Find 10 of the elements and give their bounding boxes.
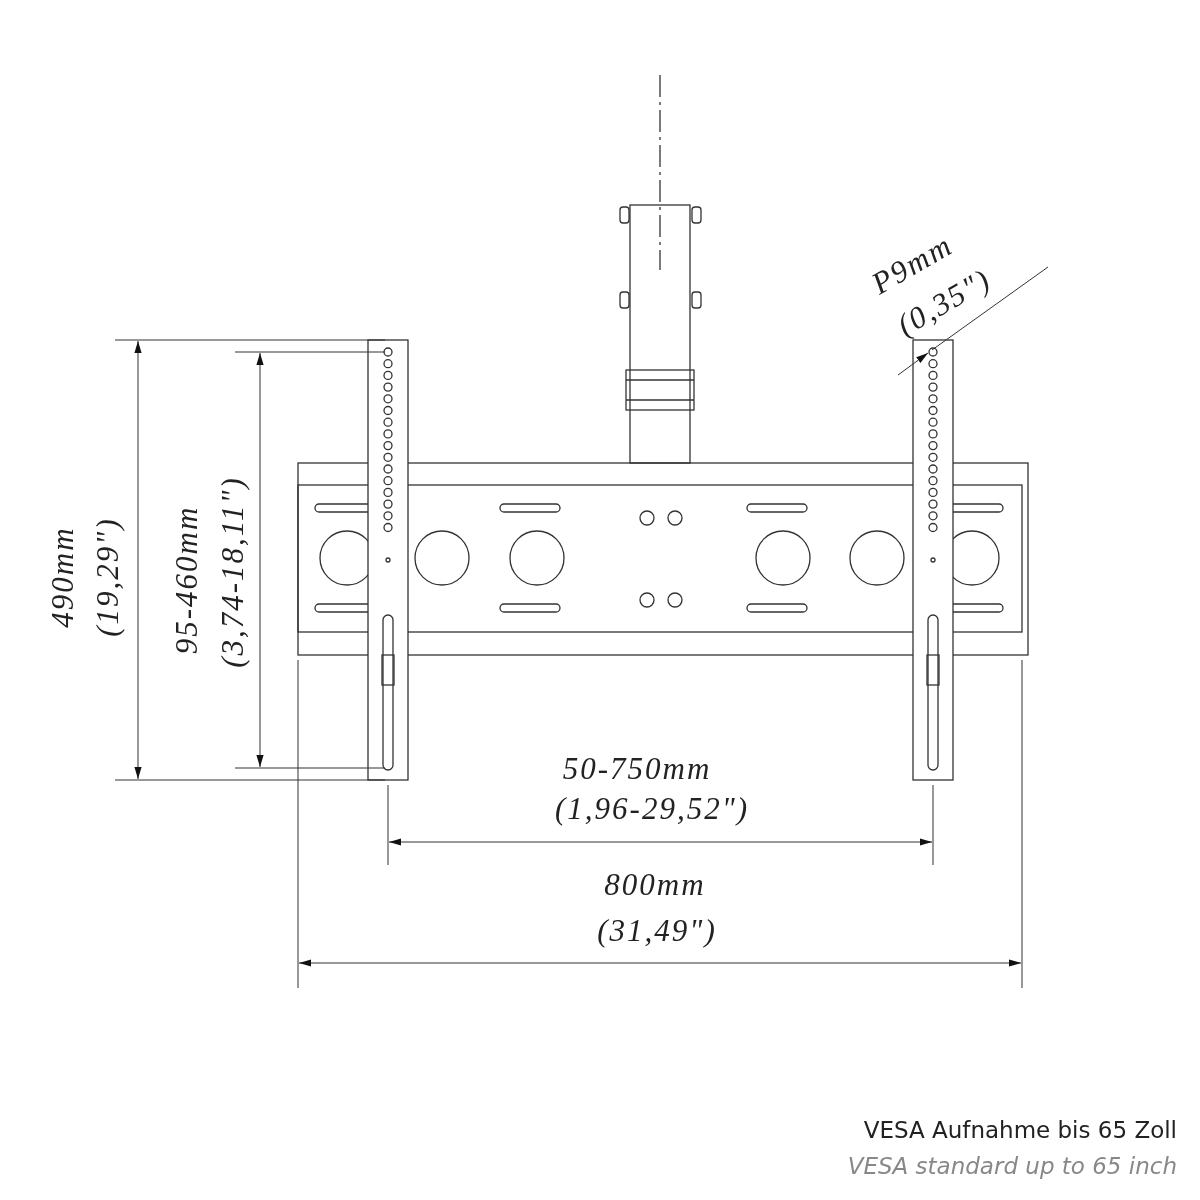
dimension-label: 490mm [46, 526, 78, 628]
dimension-label: (1,96-29,52") [555, 792, 749, 824]
dimension-label: 800mm [604, 868, 706, 900]
dimension-label: (19,29") [91, 517, 123, 637]
dimension-label: 50-750mm [562, 752, 712, 784]
caption-text: VESA Aufnahme bis 65 Zoll [863, 1118, 1177, 1142]
caption-text: VESA standard up to 65 inch [847, 1154, 1177, 1178]
dimension-label: (3,74-18,11") [216, 476, 248, 668]
dimension-label: 95-460mm [170, 505, 202, 655]
dimension-label: (31,49") [597, 914, 717, 946]
